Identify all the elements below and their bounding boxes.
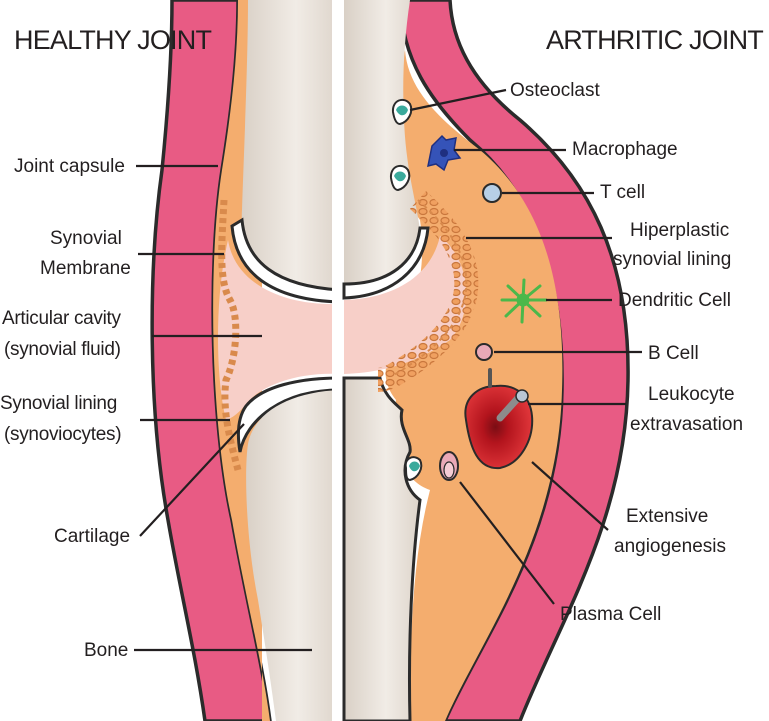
t-cell-icon [483, 184, 501, 202]
label-hiperplastic-1: Hiperplastic [630, 220, 729, 241]
plasma-cell-icon [440, 452, 458, 480]
label-leukocyte-2: extravasation [630, 414, 743, 435]
label-t-cell: T cell [600, 182, 645, 203]
label-articular-cavity-1: Articular cavity [2, 308, 122, 329]
label-synovial-membrane-2: Membrane [40, 258, 131, 279]
healthy-upper-bone [242, 0, 340, 290]
b-cell-icon [476, 344, 492, 360]
label-macrophage: Macrophage [572, 139, 678, 160]
label-hiperplastic-2: synovial lining [613, 249, 731, 270]
label-leukocyte-1: Leukocyte [648, 384, 735, 405]
label-osteoclast: Osteoclast [510, 80, 600, 101]
healthy-joint-title: HEALTHY JOINT [14, 25, 211, 55]
label-cartilage: Cartilage [54, 526, 130, 547]
center-divider [332, 0, 344, 721]
label-b-cell: B Cell [648, 343, 699, 364]
label-angiogenesis-2: angiogenesis [614, 536, 726, 557]
label-articular-cavity-2: (synovial fluid) [4, 339, 121, 360]
label-synovial-lining-1: Synovial lining [0, 393, 117, 414]
label-joint-capsule: Joint capsule [14, 156, 125, 177]
label-dendritic-cell: Dendritic Cell [618, 290, 731, 311]
label-angiogenesis-1: Extensive [626, 506, 708, 527]
arthritic-joint-title: ARTHRITIC JOINT [546, 25, 763, 55]
label-plasma-cell: Plasma Cell [560, 604, 661, 625]
label-synovial-membrane-1: Synovial [50, 228, 122, 249]
label-bone: Bone [84, 640, 128, 661]
label-synovial-lining-2: (synoviocytes) [4, 424, 121, 445]
healthy-joint [152, 0, 340, 721]
